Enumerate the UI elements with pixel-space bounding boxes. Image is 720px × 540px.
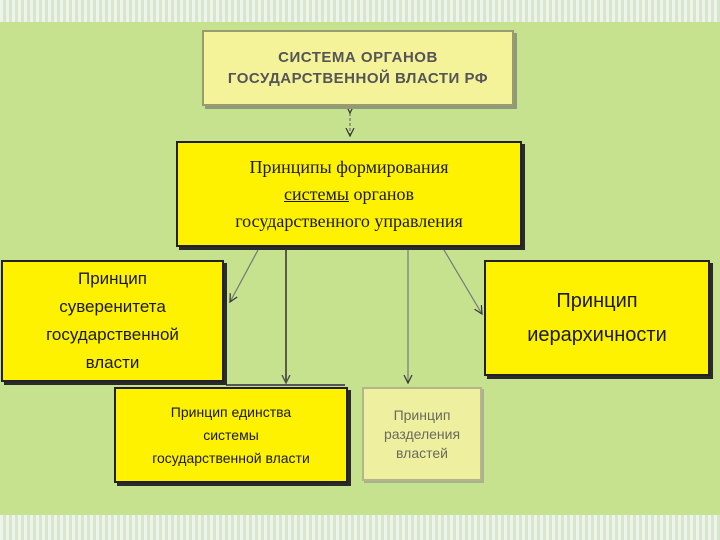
sovereignty-box-line3: государственной	[46, 325, 179, 344]
unity-box-line3: государственной власти	[152, 449, 310, 466]
sovereignty-box-line1: Принцип	[78, 269, 147, 288]
principles-box-underlined-word: системы	[284, 183, 349, 204]
separation-of-powers-box: Принцип разделения властей	[362, 387, 482, 481]
principles-box-line3: государственного управления	[235, 210, 463, 231]
arrow-to-hierarchy	[443, 249, 482, 314]
formation-principles-box: Принципы формирования системы органов го…	[176, 141, 522, 247]
hierarchy-principle-box: Принцип иерархичности	[484, 260, 710, 376]
hierarchy-box-line1: Принцип	[556, 290, 638, 312]
system-of-state-power-box: СИСТЕМА ОРГАНОВ ГОСУДАРСТВЕННОЙ ВЛАСТИ Р…	[202, 30, 514, 106]
arrow-to-sovereignty	[230, 249, 259, 302]
unity-principle-box: Принцип единства системы государственной…	[114, 387, 348, 483]
hierarchy-box-line2: иерархичности	[527, 324, 667, 346]
sovereignty-principle-box: Принцип суверенитета государственной вла…	[1, 260, 224, 382]
separation-box-line3: властей	[396, 444, 448, 461]
unity-box-line2: системы	[203, 426, 259, 443]
principles-box-line2: системы органов	[284, 181, 414, 208]
sovereignty-box-line2: суверенитета	[59, 297, 166, 316]
unity-box-line1: Принцип единства	[170, 403, 292, 420]
separation-box-line1: Принцип	[393, 406, 451, 423]
separation-box-line2: разделения	[383, 425, 461, 442]
system-box-line1: СИСТЕМА ОРГАНОВ	[278, 49, 438, 66]
sovereignty-box-line4: власти	[85, 353, 140, 372]
principles-box-line2-rest: органов	[348, 183, 414, 204]
principles-box-line1: Принципы формирования	[249, 156, 449, 177]
system-box-line2: ГОСУДАРСТВЕННОЙ ВЛАСТИ РФ	[227, 70, 489, 87]
